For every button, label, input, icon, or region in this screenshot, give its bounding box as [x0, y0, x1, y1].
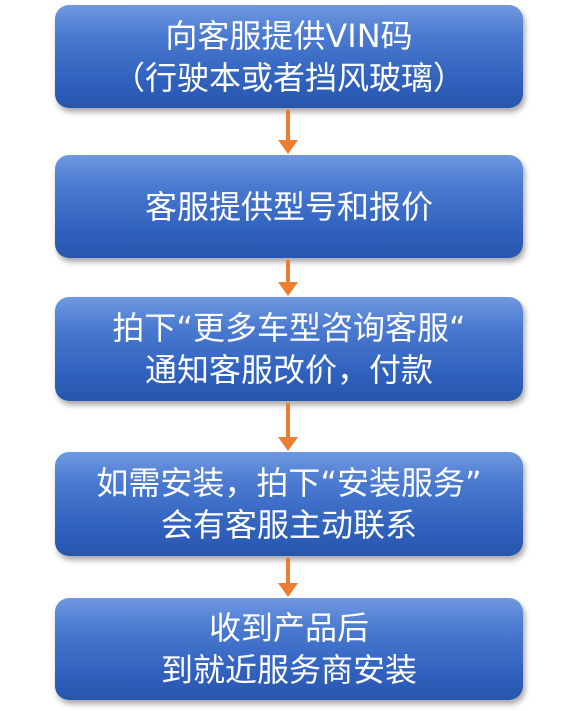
step-1-box: 向客服提供VIN码 （行驶本或者挡风玻璃）: [55, 5, 523, 108]
step-3-box: 拍下“更多车型咨询客服“ 通知客服改价，付款: [55, 297, 523, 401]
arrow-down-icon: [278, 558, 298, 597]
step-4-line-2: 会有客服主动联系: [160, 506, 417, 544]
step-3-line-1: 拍下“更多车型咨询客服“: [112, 309, 466, 347]
step-5-box: 收到产品后 到就近服务商安装: [55, 598, 523, 700]
step-2-line-1: 客服提供型号和报价: [144, 187, 433, 226]
step-5-line-2: 到就近服务商安装: [160, 651, 417, 689]
arrow-down-icon: [278, 403, 298, 451]
step-1-line-2: （行驶本或者挡风玻璃）: [112, 58, 465, 97]
arrow-down-icon: [278, 260, 298, 296]
step-1-line-1: 向客服提供VIN码: [165, 16, 413, 55]
step-4-box: 如需安装，拍下“安装服务” 会有客服主动联系: [55, 452, 523, 556]
step-3-line-2: 通知客服改价，付款: [144, 351, 433, 389]
step-5-line-1: 收到产品后: [208, 609, 369, 647]
step-2-box: 客服提供型号和报价: [55, 155, 523, 258]
arrow-down-icon: [278, 110, 298, 154]
step-4-line-1: 如需安装，拍下“安装服务”: [96, 464, 482, 502]
